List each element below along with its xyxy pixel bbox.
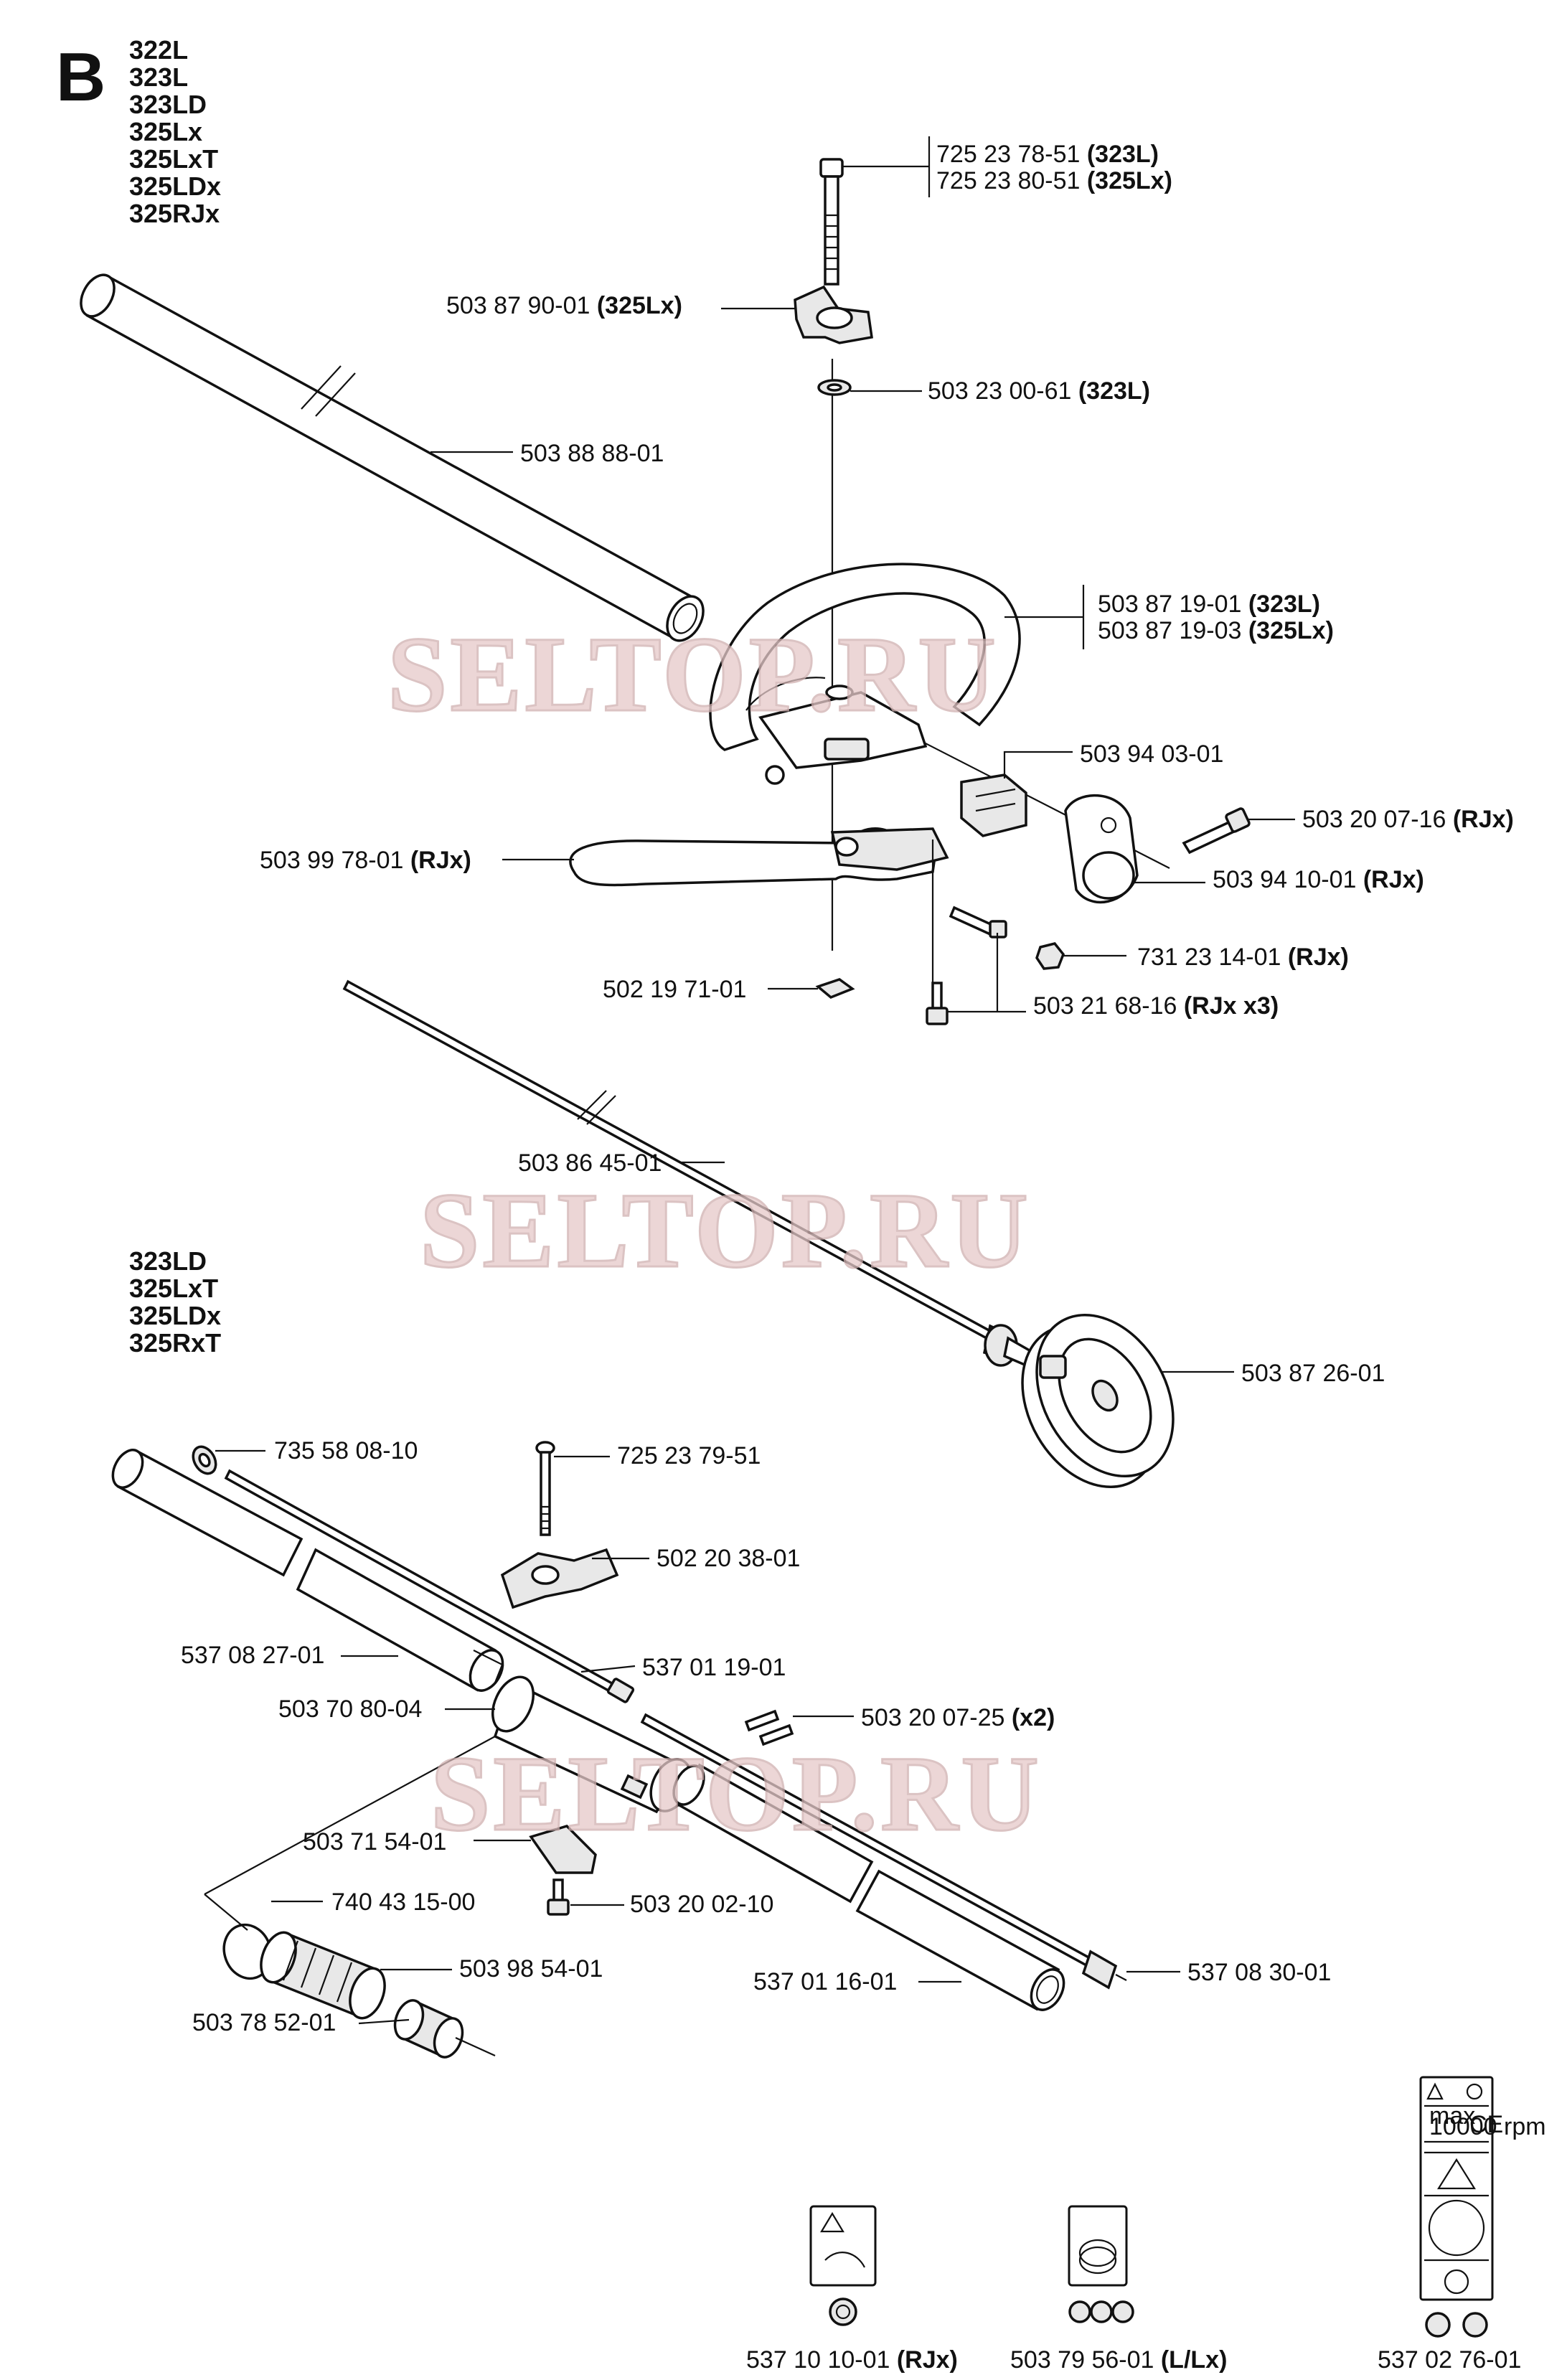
callout-ring: 735 58 08-10 — [274, 1437, 418, 1464]
callout-knob-b: 502 20 38-01 — [657, 1545, 800, 1572]
callout-decal-b: 503 79 56-01 (L/Lx) — [1010, 2346, 1227, 2374]
callout-washer: 503 23 00-61 (323L) — [928, 377, 1150, 405]
model-label: 323LD — [129, 1246, 207, 1276]
decal-c-text: 10000 rpm — [1429, 2113, 1546, 2140]
callout-upper-tube: 537 08 27-01 — [181, 1642, 324, 1669]
decal-b-part — [1068, 2205, 1134, 2323]
callout-o-ring: 740 43 15-00 — [331, 1889, 475, 1916]
knob-part — [794, 285, 873, 344]
bracket-part — [1064, 794, 1139, 904]
model-label: 325RJx — [129, 199, 220, 228]
model-label: 325LxT — [129, 1274, 218, 1303]
model-label: 325RxT — [129, 1328, 221, 1358]
model-label: 325Lx — [129, 117, 202, 146]
screw-x3-part — [926, 906, 1007, 1025]
screw-x2-part — [744, 1709, 794, 1746]
callout-upper-shaft: 537 01 19-01 — [642, 1654, 786, 1681]
callout-plate: 503 71 54-01 — [303, 1828, 446, 1855]
screw-part — [1182, 807, 1251, 855]
upper-shaft-part — [224, 1469, 635, 1703]
nut-part — [1035, 942, 1065, 970]
callout-screw-c: 503 20 02-10 — [630, 1891, 773, 1918]
plate-part — [529, 1825, 597, 1874]
upper-tube-part — [111, 1449, 504, 1692]
model-label: 325LxT — [129, 144, 218, 174]
callout-bolt-a: 725 23 78-51 (323L) — [936, 141, 1159, 168]
shaft-tube-part — [80, 273, 705, 642]
callout-bearing: 503 98 54-01 — [459, 1955, 603, 1982]
lower-shaft-part — [640, 1713, 1127, 1990]
square-nut-part — [815, 978, 855, 999]
callout-bolt-b: 725 23 80-51 (325Lx) — [936, 167, 1172, 194]
screw-c-part — [547, 1878, 570, 1916]
decal-c-part: max 10000 rpm CE — [1419, 2076, 1546, 2338]
callouts: 725 23 78-51 (323L) 725 23 80-51 (325Lx)… — [181, 136, 1521, 2374]
callout-screw-x3: 503 21 68-16 (RJx x3) — [1033, 992, 1279, 1020]
callout-clamp: 503 94 03-01 — [1080, 740, 1223, 768]
section-letter: B — [56, 39, 105, 116]
callout-drive-shaft: 503 86 45-01 — [518, 1149, 662, 1177]
lower-tube-part — [672, 1763, 1065, 2011]
callout-handle-a: 503 87 19-01 (323L) — [1098, 591, 1320, 618]
model-label: 322L — [129, 35, 188, 65]
model-list-bottom: 323LD 325LxT 325LDx 325RxT — [129, 1246, 221, 1358]
ring-part — [192, 1445, 217, 1475]
callout-shaft-tube: 503 88 88-01 — [520, 440, 664, 467]
decal-c-text: CE — [1469, 2111, 1503, 2138]
callout-bolt-c: 725 23 79-51 — [617, 1442, 761, 1469]
watermark: SELTOP.RU — [387, 615, 999, 734]
callout-coupling: 503 70 80-04 — [278, 1695, 422, 1723]
bolt-c-part — [535, 1441, 555, 1536]
loop-handle-part — [709, 563, 1021, 785]
callout-screw-rjx: 503 20 07-16 (RJx) — [1302, 806, 1514, 833]
model-label: 323L — [129, 62, 188, 92]
callout-clutch-drum: 503 87 26-01 — [1241, 1360, 1385, 1387]
callout-handle-b: 503 87 19-03 (325Lx) — [1098, 617, 1334, 644]
knob-b-part — [500, 1548, 619, 1609]
watermark: SELTOP.RU — [420, 1171, 1031, 1290]
clutch-drum-part — [1021, 1313, 1175, 1489]
drive-shaft-part — [342, 979, 1035, 1369]
model-label: 325LDx — [129, 1301, 221, 1330]
cap-part — [393, 1999, 496, 2059]
callout-screw-x2: 503 20 07-25 (x2) — [861, 1704, 1055, 1731]
watermark: SELTOP.RU — [430, 1734, 1042, 1853]
callout-knob: 503 87 90-01 (325Lx) — [446, 292, 682, 319]
callout-decal-c: 537 02 76-01 — [1378, 2346, 1521, 2374]
bolt-part — [819, 158, 844, 286]
callout-nut: 731 23 14-01 (RJx) — [1137, 944, 1349, 971]
model-list-top: 322L 323L 323LD 325Lx 325LxT 325LDx 325R… — [129, 35, 221, 228]
j-handle-part — [569, 827, 949, 887]
decal-c-text: max — [1429, 2102, 1475, 2130]
bearing-part — [260, 1931, 386, 2020]
callout-cap: 503 78 52-01 — [192, 2009, 336, 2036]
callout-j-handle: 503 99 78-01 (RJx) — [260, 847, 471, 874]
callout-bracket: 503 94 10-01 (RJx) — [1213, 866, 1424, 893]
clamp-part — [960, 773, 1027, 837]
callout-decal-a: 537 10 10-01 (RJx) — [746, 2346, 958, 2374]
callout-square-nut: 502 19 71-01 — [603, 976, 746, 1003]
callout-lower-tube: 537 01 16-01 — [753, 1968, 897, 1995]
model-label: 325LDx — [129, 171, 221, 201]
model-label: 323LD — [129, 90, 207, 119]
decal-a-part — [809, 2205, 877, 2326]
callout-lower-shaft: 537 08 30-01 — [1187, 1959, 1331, 1986]
